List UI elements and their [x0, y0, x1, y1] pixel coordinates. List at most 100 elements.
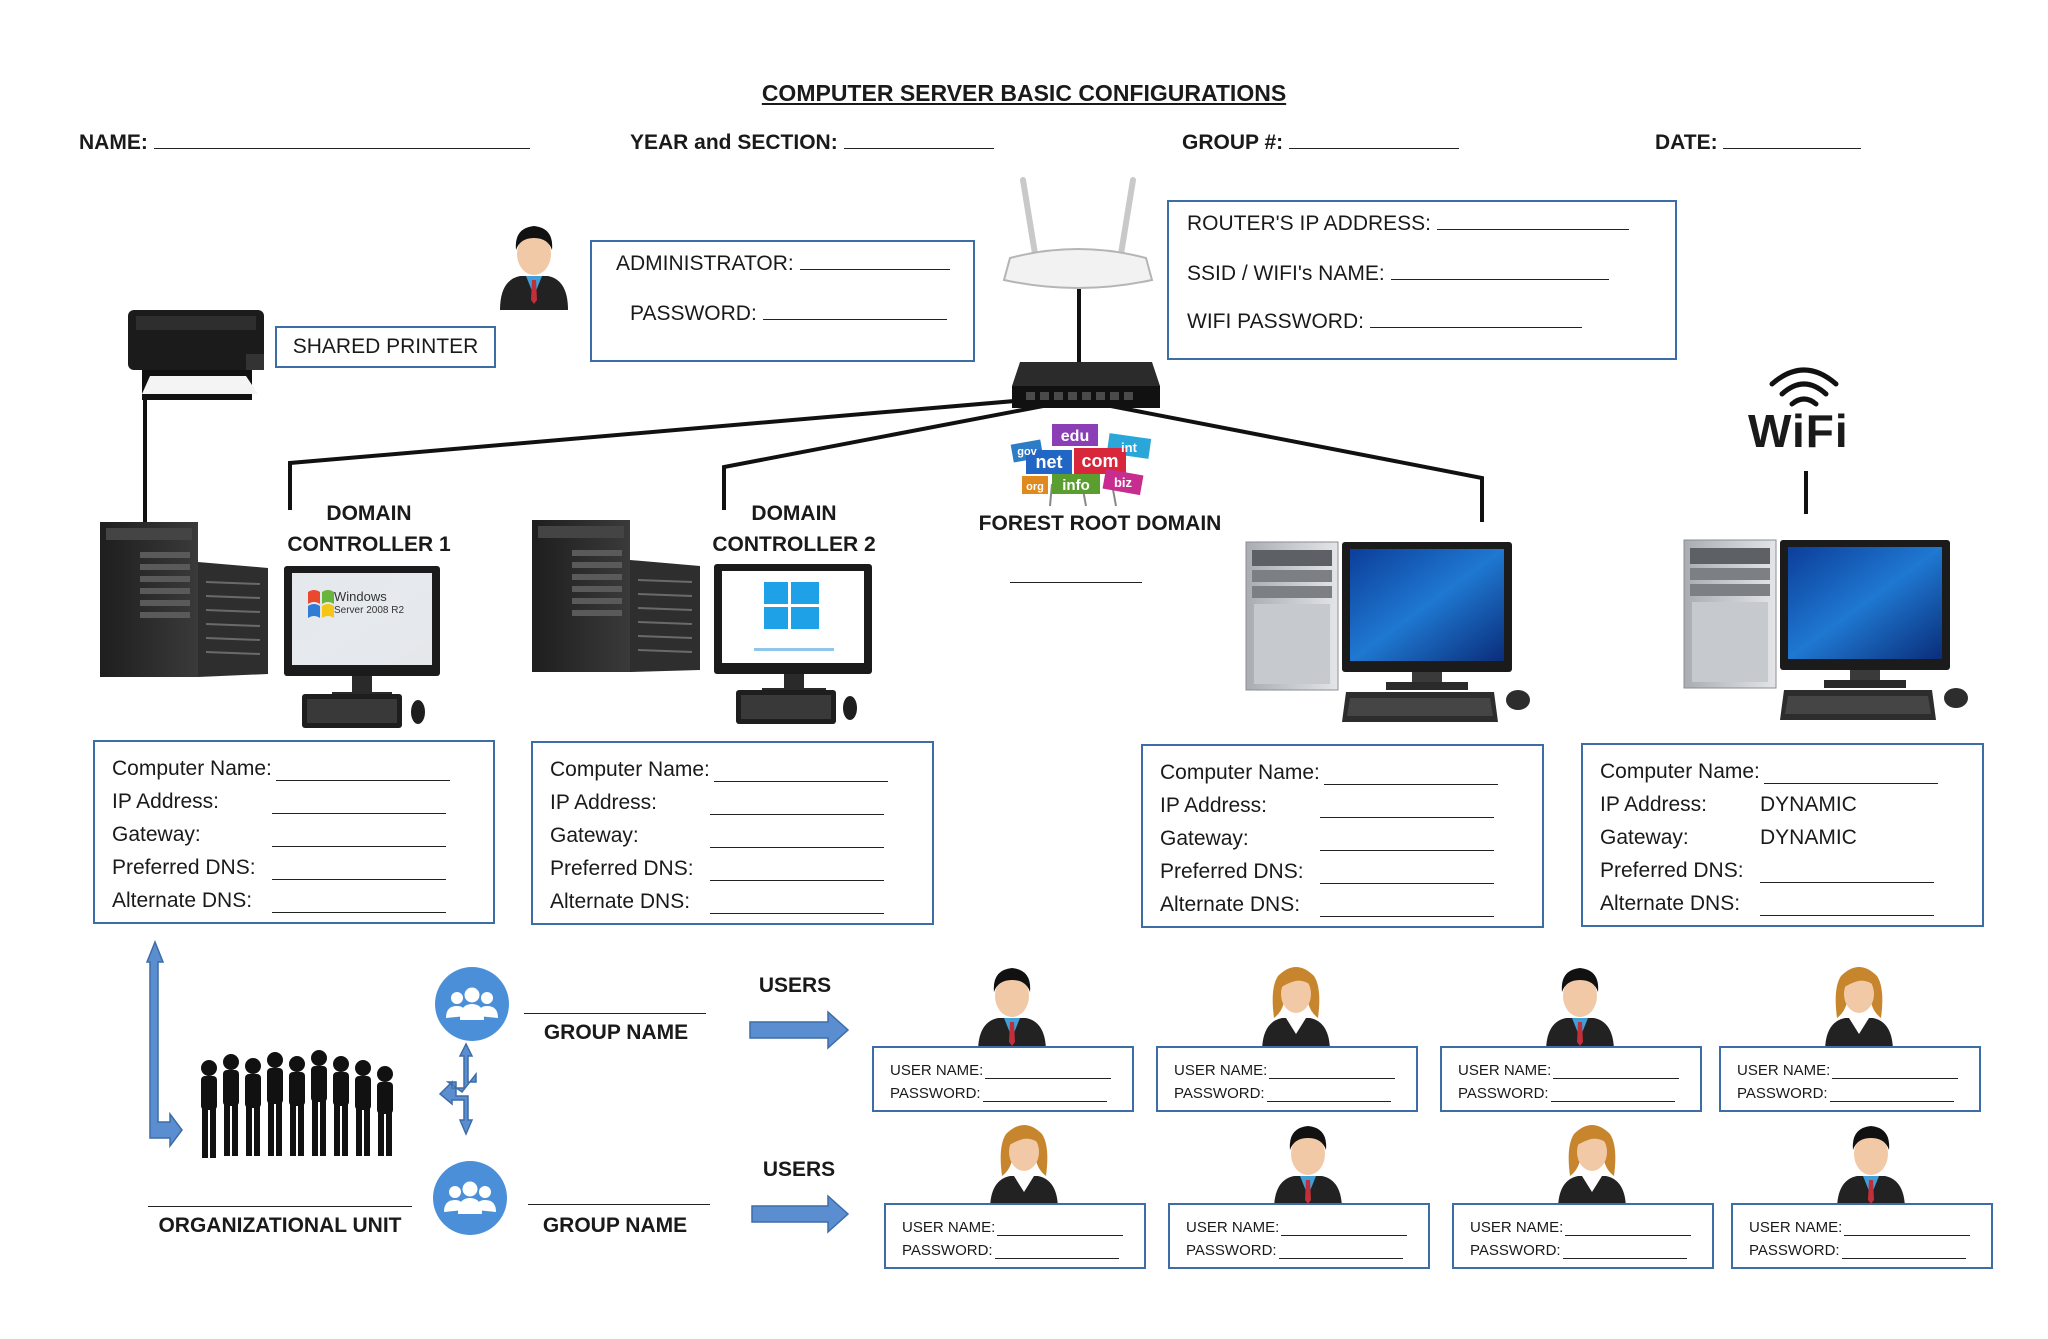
client-alternate-dns-blank[interactable] [1320, 896, 1494, 917]
user-name-blank[interactable] [1565, 1221, 1692, 1236]
date-blank[interactable] [1723, 148, 1862, 149]
wifi-client-preferred-dns-row[interactable]: Preferred DNS: [1600, 850, 1938, 883]
client-computer-name-blank[interactable] [1323, 764, 1498, 785]
client-ip-address-row[interactable]: IP Address: [1160, 785, 1498, 818]
user-password-row[interactable]: PASSWORD: [1458, 1079, 1679, 1102]
group-number-field[interactable]: GROUP #: [1182, 131, 1459, 155]
dc1-gateway-row[interactable]: Gateway: [112, 814, 450, 847]
admin-password-row[interactable]: PASSWORD: [630, 302, 947, 326]
user-password-row[interactable]: PASSWORD: [1737, 1079, 1958, 1102]
user-name-row[interactable]: USER NAME: [890, 1056, 1112, 1079]
dc2-ip-address-row[interactable]: IP Address: [550, 782, 888, 815]
dc1-alternate-dns-blank[interactable] [272, 892, 446, 913]
dc2-computer-name-blank[interactable] [713, 761, 888, 782]
user-name-row[interactable]: USER NAME: [1737, 1056, 1959, 1079]
ou-blank[interactable] [148, 1206, 412, 1207]
dc1-preferred-dns-row[interactable]: Preferred DNS: [112, 847, 450, 880]
dc1-computer-name-blank[interactable] [275, 760, 450, 781]
group-2-name-blank[interactable] [528, 1204, 710, 1205]
forest-root-domain-blank[interactable] [1010, 582, 1142, 583]
group-2-name-label: GROUP NAME [542, 1214, 688, 1237]
wifi-client-alternate-dns-row[interactable]: Alternate DNS: [1600, 883, 1938, 916]
user-password-blank[interactable] [1841, 1244, 1966, 1259]
user-password-row[interactable]: PASSWORD: [1186, 1236, 1407, 1259]
user-name-row[interactable]: USER NAME: [1458, 1056, 1680, 1079]
user-card: USER NAME:PASSWORD: [1452, 1203, 1714, 1269]
user-name-blank[interactable] [1281, 1221, 1408, 1236]
date-field[interactable]: DATE: [1655, 131, 1862, 155]
ssid-row[interactable]: SSID / WIFI's NAME: [1187, 262, 1609, 286]
user-password-label: PASSWORD: [1186, 1242, 1277, 1259]
user-password-blank[interactable] [1266, 1087, 1391, 1102]
name-blank[interactable] [153, 148, 530, 149]
user-password-row[interactable]: PASSWORD: [1174, 1079, 1395, 1102]
user-name-row[interactable]: USER NAME: [1186, 1213, 1408, 1236]
user-name-blank[interactable] [1553, 1064, 1680, 1079]
user-password-blank[interactable] [1562, 1244, 1687, 1259]
year-section-blank[interactable] [843, 148, 994, 149]
wifi-client-gateway-row[interactable]: Gateway:DYNAMIC [1600, 817, 1938, 850]
user-password-row[interactable]: PASSWORD: [890, 1079, 1111, 1102]
dc2-alternate-dns-blank[interactable] [710, 893, 884, 914]
user-password-blank[interactable] [1550, 1087, 1675, 1102]
dc2-preferred-dns-blank[interactable] [710, 860, 884, 881]
dc1-preferred-dns-blank[interactable] [272, 859, 446, 880]
user-name-row[interactable]: USER NAME: [1174, 1056, 1396, 1079]
client-gateway-blank[interactable] [1320, 830, 1494, 851]
user-password-blank[interactable] [982, 1087, 1107, 1102]
user-password-row[interactable]: PASSWORD: [1470, 1236, 1691, 1259]
admin-password-blank[interactable] [762, 319, 947, 320]
router-ip-row[interactable]: ROUTER'S IP ADDRESS: [1187, 212, 1629, 236]
client-computer-name-label: Computer Name: [1160, 761, 1320, 784]
user-name-row[interactable]: USER NAME: [902, 1213, 1124, 1236]
dc2-alternate-dns-row[interactable]: Alternate DNS: [550, 881, 888, 914]
client-gateway-label: Gateway: [1160, 827, 1249, 850]
client-preferred-dns-blank[interactable] [1320, 863, 1494, 884]
wifi-client-alternate-dns-blank[interactable] [1760, 895, 1934, 916]
client-computer-name-row[interactable]: Computer Name: [1160, 752, 1498, 785]
year-section-field[interactable]: YEAR and SECTION: [630, 131, 994, 155]
wifi-client-preferred-dns-blank[interactable] [1760, 862, 1934, 883]
dc1-gateway-blank[interactable] [272, 826, 446, 847]
dc2-gateway-row[interactable]: Gateway: [550, 815, 888, 848]
shared-printer-box: SHARED PRINTER [275, 326, 496, 368]
user-name-blank[interactable] [1269, 1064, 1396, 1079]
wifi-client-computer-name-row[interactable]: Computer Name: [1600, 751, 1938, 784]
wifi-password-blank[interactable] [1369, 327, 1582, 328]
name-field[interactable]: NAME: [79, 131, 530, 155]
client-alternate-dns-row[interactable]: Alternate DNS: [1160, 884, 1498, 917]
dc2-gateway-blank[interactable] [710, 827, 884, 848]
client-preferred-dns-row[interactable]: Preferred DNS: [1160, 851, 1498, 884]
router-ip-blank[interactable] [1436, 229, 1629, 230]
user-name-blank[interactable] [1844, 1221, 1971, 1236]
crowd-silhouette-icon [201, 1050, 393, 1158]
dc1-alternate-dns-row[interactable]: Alternate DNS: [112, 880, 450, 913]
user-password-label: PASSWORD: [890, 1085, 981, 1102]
user-name-blank[interactable] [997, 1221, 1124, 1236]
administrator-blank[interactable] [799, 269, 950, 270]
group-number-blank[interactable] [1288, 148, 1459, 149]
group-1-name-blank[interactable] [524, 1013, 706, 1014]
dc2-preferred-dns-row[interactable]: Preferred DNS: [550, 848, 888, 881]
wifi-client-computer-name-blank[interactable] [1763, 763, 1938, 784]
dc1-computer-name-row[interactable]: Computer Name: [112, 748, 450, 781]
dc1-ip-address-row[interactable]: IP Address: [112, 781, 450, 814]
ssid-blank[interactable] [1390, 279, 1609, 280]
wifi-client-ip-address-row[interactable]: IP Address:DYNAMIC [1600, 784, 1938, 817]
client-gateway-row[interactable]: Gateway: [1160, 818, 1498, 851]
user-name-row[interactable]: USER NAME: [1470, 1213, 1692, 1236]
client-ip-address-blank[interactable] [1320, 797, 1494, 818]
user-password-blank[interactable] [994, 1244, 1119, 1259]
administrator-row[interactable]: ADMINISTRATOR: [616, 252, 950, 276]
user-name-blank[interactable] [985, 1064, 1112, 1079]
user-name-blank[interactable] [1832, 1064, 1959, 1079]
user-password-row[interactable]: PASSWORD: [1749, 1236, 1970, 1259]
user-password-blank[interactable] [1829, 1087, 1954, 1102]
user-name-row[interactable]: USER NAME: [1749, 1213, 1971, 1236]
user-password-row[interactable]: PASSWORD: [902, 1236, 1123, 1259]
dc1-ip-address-blank[interactable] [272, 793, 446, 814]
dc2-computer-name-row[interactable]: Computer Name: [550, 749, 888, 782]
wifi-password-row[interactable]: WIFI PASSWORD: [1187, 310, 1582, 334]
user-password-blank[interactable] [1278, 1244, 1403, 1259]
dc2-ip-address-blank[interactable] [710, 794, 884, 815]
